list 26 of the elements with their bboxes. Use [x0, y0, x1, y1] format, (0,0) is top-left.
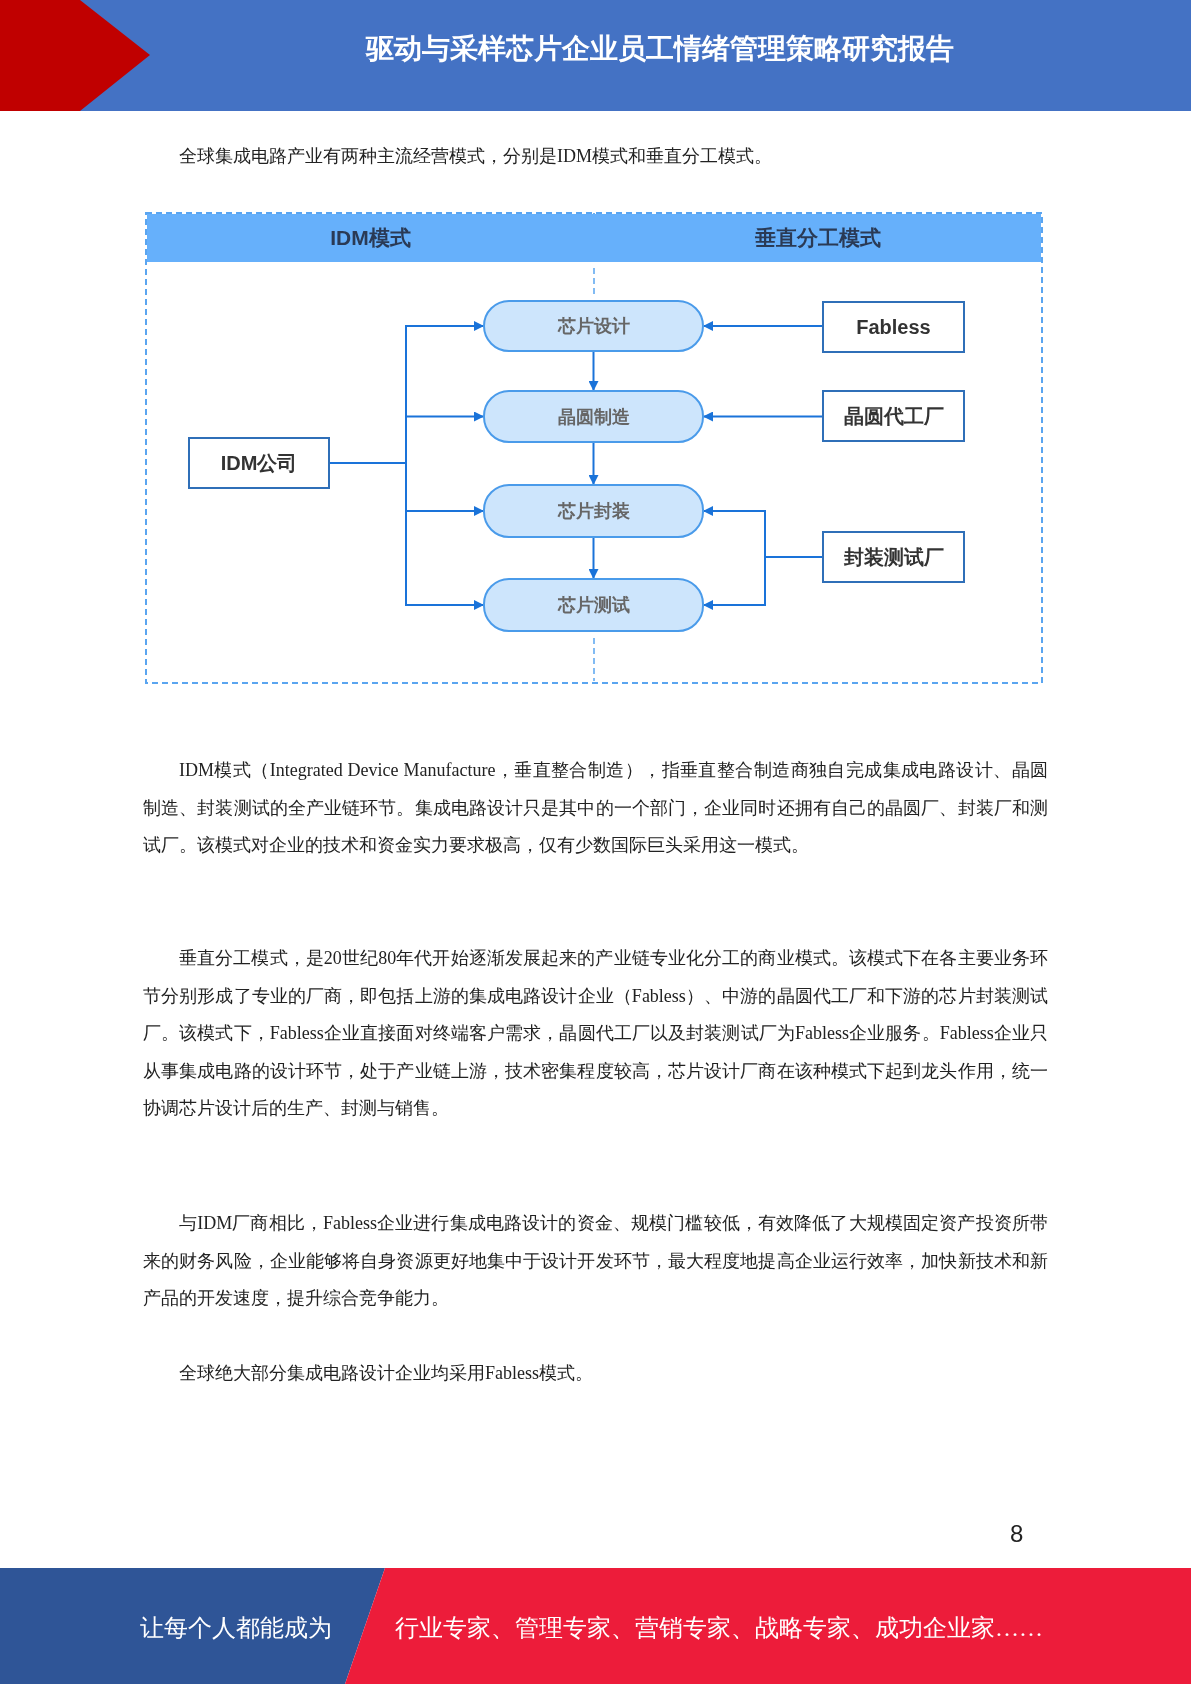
entity-box: 晶圆代工厂 [822, 390, 965, 442]
lane-header-band: IDM模式 [147, 214, 594, 262]
process-pill: 晶圆制造 [483, 390, 704, 443]
arrow [588, 537, 599, 579]
paragraph: 垂直分工模式，是20世纪80年代开始逐渐发展起来的产业链专业化分工的商业模式。该模式下在各主要业务环节分别形成了专业的厂商，即包括上游的集成电路设计企业（Fabless）、中游的晶圆代工厂和下游的芯片封装测试厂。该模式下，Fabless企业直接面对终端客户需求，晶圆代工厂以及封装测试厂为Fabless企业服务。Fabless企业只从事集成电路的设计环节，处于产业链上游，技术密集程度较高，芯片设计厂商在该种模式下起到龙头作用，统一协调芯片设计后的生产、封测与销售。 [143, 947, 1048, 1120]
paragraph: IDM模式（Integrated Device Manufacture，垂直整合制造），指垂直整合制造商独自完成集成电路设计、晶圆制造、封装测试的全产业链环节。集成电路设计只是其中的一个部门，企业同时还拥有自己的晶圆厂、封装厂和测试厂。该模式对企业的技术和资金实力要求极高，仅有少数国际巨头采用这一模式。 [143, 759, 1048, 857]
process-pill: 芯片测试 [483, 578, 704, 632]
footer-text: 行业专家、管理专家、营销专家、战略专家、成功企业家…… [395, 1614, 1043, 1643]
intro-sentence: 全球集成电路产业有两种主流经营模式，分别是IDM模式和垂直分工模式。 [178, 145, 773, 168]
arrow [703, 321, 823, 331]
entity-box: IDM公司 [188, 437, 330, 489]
process-pill: 芯片设计 [483, 300, 704, 352]
page-number: 8 [1010, 1520, 1024, 1548]
paragraph: 全球绝大部分集成电路设计企业均采用Fabless模式。 [178, 1362, 594, 1385]
arrow [703, 411, 823, 422]
lane-header-band: 垂直分工模式 [594, 214, 1041, 262]
arrow [588, 442, 599, 485]
entity-box: 封装测试厂 [822, 531, 965, 583]
arrow [703, 556, 823, 610]
paragraph: 与IDM厂商相比，Fabless企业进行集成电路设计的资金、规模门槛较低，有效降低了大规模固定资产投资所带来的财务风险，企业能够将自身资源更好地集中于设计开发环节，最大程度地提高企业运行效率，加快新技术和新产品的开发速度，提升综合竞争能力。 [143, 1212, 1048, 1310]
process-pill: 芯片封装 [483, 484, 704, 538]
arrow [588, 351, 599, 391]
footer-text: 让每个人都能成为 [140, 1614, 332, 1643]
entity-box: Fabless [822, 301, 965, 353]
page-title: 驱动与采样芯片企业员工情绪管理策略研究报告 [364, 32, 955, 66]
arrow [329, 462, 484, 610]
